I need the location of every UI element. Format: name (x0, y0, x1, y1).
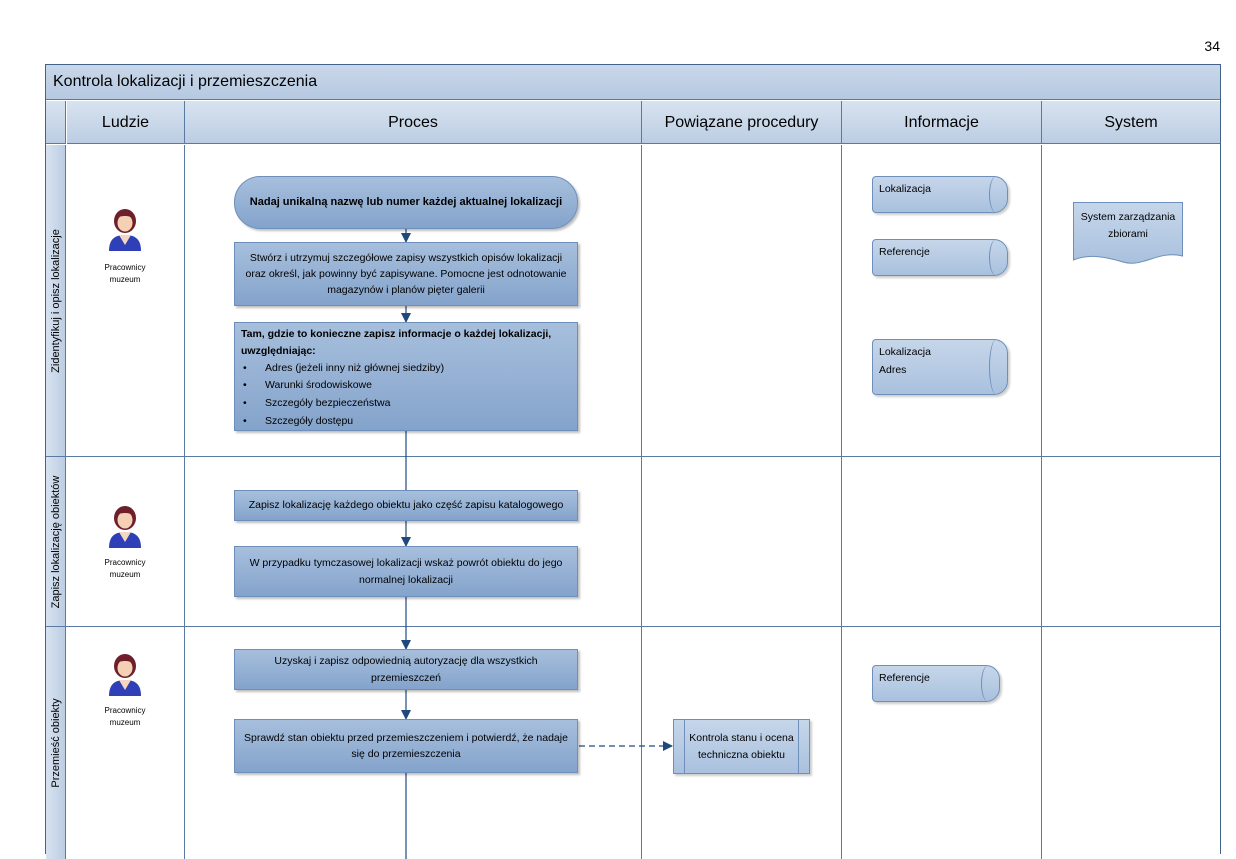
process-step-katalog: Zapisz lokalizację każdego obiektu jako … (234, 490, 578, 521)
column-header-informacje: Informacje (842, 101, 1042, 144)
list-item: Szczegóły dostępu (241, 413, 571, 431)
lane-divider (46, 456, 1220, 457)
process-step-zapisy: Stwórz i utrzymuj szczegółowe zapisy wsz… (234, 242, 578, 306)
lane-label-zapisz: Zapisz lokalizację obiektów (46, 457, 66, 626)
info-lokalizacja: Lokalizacja (872, 176, 1008, 213)
system-label: System zarządzania zbiorami (1080, 211, 1176, 240)
diagram-frame (45, 64, 1221, 854)
system-zbiory: System zarządzania zbiorami (1073, 202, 1183, 264)
lane-divider (46, 626, 1220, 627)
process-step-heading: Tam, gdzie to konieczne zapisz informacj… (241, 328, 552, 357)
list-item: Adres (jeżeli inny niż głównej siedziby) (241, 360, 571, 378)
page-number: 34 (1204, 38, 1220, 54)
info-line: Adres (879, 363, 907, 376)
person-icon (105, 502, 145, 553)
process-step-autoryzacja: Uzyskaj i zapisz odpowiednią autoryzację… (234, 649, 578, 690)
person-icon (105, 650, 145, 701)
process-step-powrot: W przypadku tymczasowej lokalizacji wska… (234, 546, 578, 597)
info-lokalizacja-adres: Lokalizacja Adres (872, 339, 1008, 395)
column-divider (1041, 145, 1042, 859)
diagram-title: Kontrola lokalizacji i przemieszczenia (46, 65, 1220, 100)
column-header-ludzie: Ludzie (67, 101, 185, 144)
info-line: Lokalizacja (879, 346, 931, 358)
process-step-stan: Sprawdź stan obiektu przed przemieszczen… (234, 719, 578, 773)
person-icon (105, 205, 145, 256)
procedure-kontrola-stanu: Kontrola stanu i ocena techniczna obiekt… (673, 719, 810, 774)
column-divider (641, 145, 642, 859)
lane-label-zidentyfikuj: Zidentyfikuj i opisz lokalizacje (46, 145, 66, 456)
column-header-procedury: Powiązane procedury (642, 101, 842, 144)
column-divider (184, 145, 185, 859)
lane-label-przemiesc: Przemieść obiekty (46, 627, 66, 859)
process-step-informacje: Tam, gdzie to konieczne zapisz informacj… (234, 322, 578, 431)
list-item: Szczegóły bezpieczeństwa (241, 395, 571, 413)
column-header-system: System (1042, 101, 1220, 144)
column-header-proces: Proces (185, 101, 642, 144)
column-divider (841, 145, 842, 859)
info-referencje: Referencje (872, 239, 1008, 276)
info-referencje-2: Referencje (872, 665, 1000, 702)
document-shape (1073, 202, 1183, 264)
header-corner (46, 101, 66, 144)
list-item: Warunki środowiskowe (241, 377, 571, 395)
process-start-terminator: Nadaj unikalną nazwę lub numer każdej ak… (234, 176, 578, 229)
